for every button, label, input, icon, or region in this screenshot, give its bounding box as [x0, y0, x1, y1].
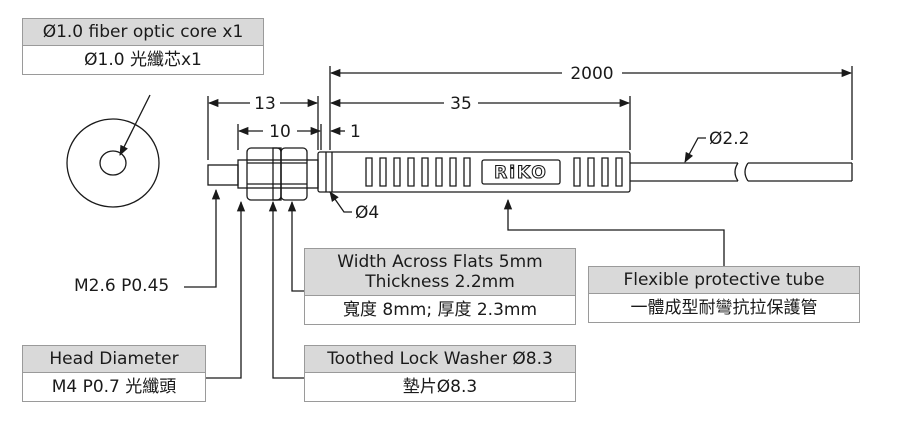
tube-callout-subtitle: 一體成型耐彎抗拉保護管	[630, 298, 818, 318]
core-callout-title: Ø1.0 fiber optic core x1	[23, 19, 263, 46]
dim-total-label: 2000	[570, 64, 613, 84]
dim-step-label: 1	[350, 122, 361, 142]
head-callout-subtitle: M4 P0.7 光纖頭	[51, 377, 177, 397]
flats-title-line1: Width Across Flats 5mm	[337, 252, 543, 272]
tube-callout: Flexible protective tube 一體成型耐彎抗拉保護管	[588, 266, 860, 323]
tube-callout-title: Flexible protective tube	[589, 267, 859, 294]
washer-leader	[268, 200, 304, 379]
cable-dia-label: Ø2.2	[709, 129, 749, 149]
thread-leader	[184, 188, 221, 288]
brand-logo: RiKO	[494, 163, 548, 183]
head-callout: Head Diameter M4 P0.7 光纖頭	[22, 345, 206, 402]
flats-leader	[287, 200, 304, 292]
washer-callout: Toothed Lock Washer Ø8.3 墊片Ø8.3	[304, 345, 576, 402]
dim-thread-label: 10	[269, 122, 291, 142]
cable	[630, 162, 853, 182]
head-callout-title: Head Diameter	[23, 346, 205, 373]
cable-dia-leader	[684, 137, 706, 163]
dim-head-label: 13	[254, 94, 276, 114]
sleeve-dia-leader	[329, 191, 352, 213]
washer-callout-title: Toothed Lock Washer Ø8.3	[305, 346, 575, 373]
thread-tip-label: M2.6 P0.45	[74, 276, 170, 296]
sleeve-dia-label: Ø4	[355, 203, 379, 223]
hex-nut	[246, 147, 282, 201]
flats-callout-title: Width Across Flats 5mm Thickness 2.2mm	[305, 249, 575, 296]
core-callout-subtitle: Ø1.0 光纖芯x1	[84, 50, 202, 70]
sleeve	[317, 151, 631, 193]
core-leader	[119, 94, 151, 156]
head-leader	[206, 200, 246, 379]
end-view-ring	[66, 118, 160, 208]
tip-rod	[207, 164, 239, 186]
flats-callout: Width Across Flats 5mm Thickness 2.2mm 寬…	[304, 248, 576, 325]
dim-sleeve-label: 35	[450, 94, 472, 114]
tube-leader	[503, 198, 725, 266]
flats-callout-subtitle: 寬度 8mm; 厚度 2.3mm	[342, 300, 538, 320]
hex-nut-2	[280, 147, 308, 201]
core-callout: Ø1.0 fiber optic core x1 Ø1.0 光纖芯x1	[22, 18, 264, 75]
lock-washer	[272, 147, 282, 201]
washer-callout-subtitle: 墊片Ø8.3	[402, 377, 478, 397]
flats-title-line2: Thickness 2.2mm	[365, 272, 515, 292]
